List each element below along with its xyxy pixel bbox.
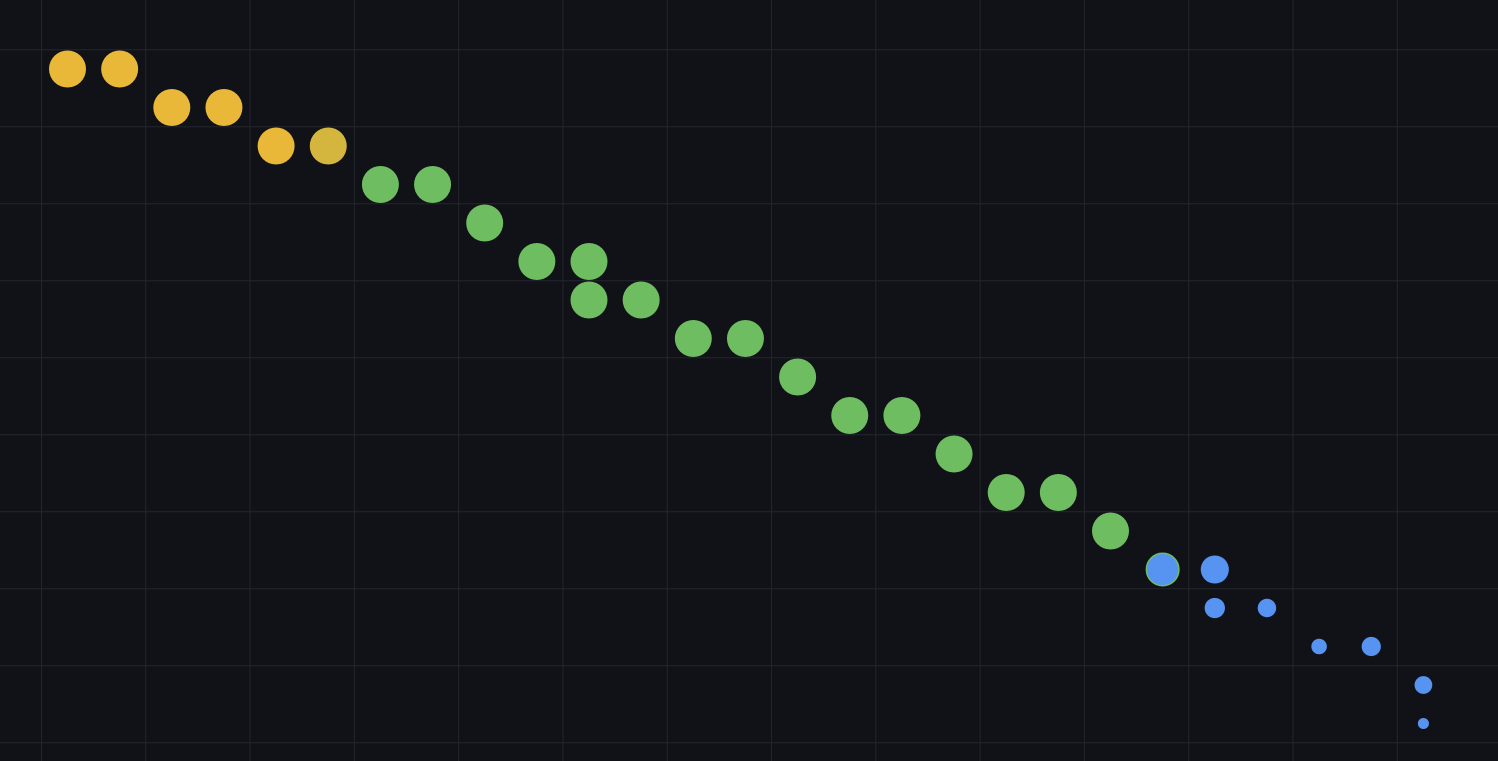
scatter-point-7[interactable] — [361, 166, 399, 203]
scatter-point-15[interactable] — [726, 320, 764, 357]
scatter-point-13[interactable] — [622, 281, 660, 319]
scatter-point-14[interactable] — [674, 320, 712, 357]
scatter-point-16[interactable] — [779, 358, 817, 396]
scatter-point-4[interactable] — [205, 89, 243, 126]
scatter-point-24[interactable] — [1200, 555, 1229, 584]
scatter-point-11[interactable] — [570, 243, 608, 280]
scatter-point-1[interactable] — [49, 50, 86, 88]
scatter-point-30[interactable] — [1417, 717, 1429, 730]
scatter-point-17[interactable] — [831, 397, 869, 434]
points-layer — [49, 50, 1433, 730]
scatter-point-3[interactable] — [153, 89, 191, 126]
scatter-point-20[interactable] — [987, 474, 1025, 511]
scatter-point-6[interactable] — [309, 127, 347, 165]
scatter-point-19[interactable] — [935, 435, 973, 473]
scatter-point-5[interactable] — [257, 127, 295, 165]
scatter-point-12[interactable] — [570, 281, 608, 319]
scatter-point-18[interactable] — [883, 397, 921, 434]
scatter-point-29[interactable] — [1414, 676, 1433, 694]
scatter-point-28[interactable] — [1361, 636, 1381, 657]
scatter-point-25[interactable] — [1204, 597, 1225, 619]
scatter-point-9[interactable] — [466, 204, 504, 242]
scatter-point-22[interactable] — [1092, 512, 1129, 550]
scatter-point-26[interactable] — [1257, 598, 1277, 618]
scatter-point-10[interactable] — [518, 243, 556, 280]
scatter-point-27[interactable] — [1311, 638, 1327, 655]
scatter-point-8[interactable] — [414, 166, 452, 203]
scatter-point-21[interactable] — [1039, 474, 1077, 511]
scatter-point-23[interactable] — [1145, 552, 1180, 587]
scatter-point-2[interactable] — [101, 50, 139, 88]
